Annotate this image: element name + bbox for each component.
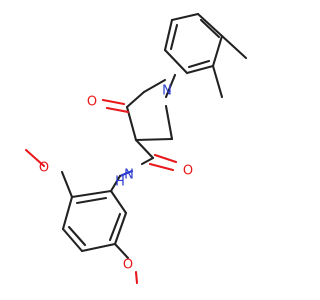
bond [75,196,108,205]
methoxy-bond [134,270,139,285]
methyl-bond [211,64,224,99]
bond [169,23,179,51]
bond [70,189,113,199]
nitrogen-amide-label: N [124,168,134,183]
bond [109,174,122,193]
dimethylphenyl-ring [163,12,248,99]
hydrogen-amide-label: H [115,175,125,190]
bond [142,78,167,94]
oxygen-methoxy-top-label: O [39,161,49,176]
atom-labels: O N O N H O O [39,84,193,273]
methoxy-bond [24,148,46,168]
bond [163,18,174,52]
carbonyl-bond [148,162,175,172]
structure-diagram: O N O N H O O [24,12,248,285]
bond [125,90,146,109]
dimethoxyphenyl-ring [24,148,139,285]
amide-n-bond [118,169,134,178]
bond [163,48,189,75]
nitrogen-ring-label: N [162,84,172,99]
bond [134,137,174,142]
bond [134,138,155,160]
bond [80,242,117,253]
methyl-bond [220,34,248,60]
bond [164,73,177,99]
bond [113,211,128,246]
bond [140,156,155,166]
bond [61,227,84,253]
oxygen-amide-label: O [183,164,193,179]
bond [196,12,224,38]
bond [113,242,130,260]
bond [211,34,224,68]
carbonyl-bond [101,98,126,106]
carbonyl-bond [153,153,178,164]
bond [67,225,87,247]
carbonyl-bond [105,106,130,114]
bond [61,195,74,231]
oxygen-ketone-label: O [87,95,97,110]
bond [108,212,122,242]
bond [109,189,128,215]
bond [170,12,200,22]
bond [187,59,211,69]
bond [199,18,221,39]
oxygen-methoxy-bottom-label: O [123,258,133,273]
amide-group [109,138,178,193]
molecule-canvas: O N O N H O O [24,12,248,285]
bond [60,170,74,199]
pyrrolidinone-ring [101,73,177,142]
bond [164,104,174,141]
bond [185,64,215,75]
